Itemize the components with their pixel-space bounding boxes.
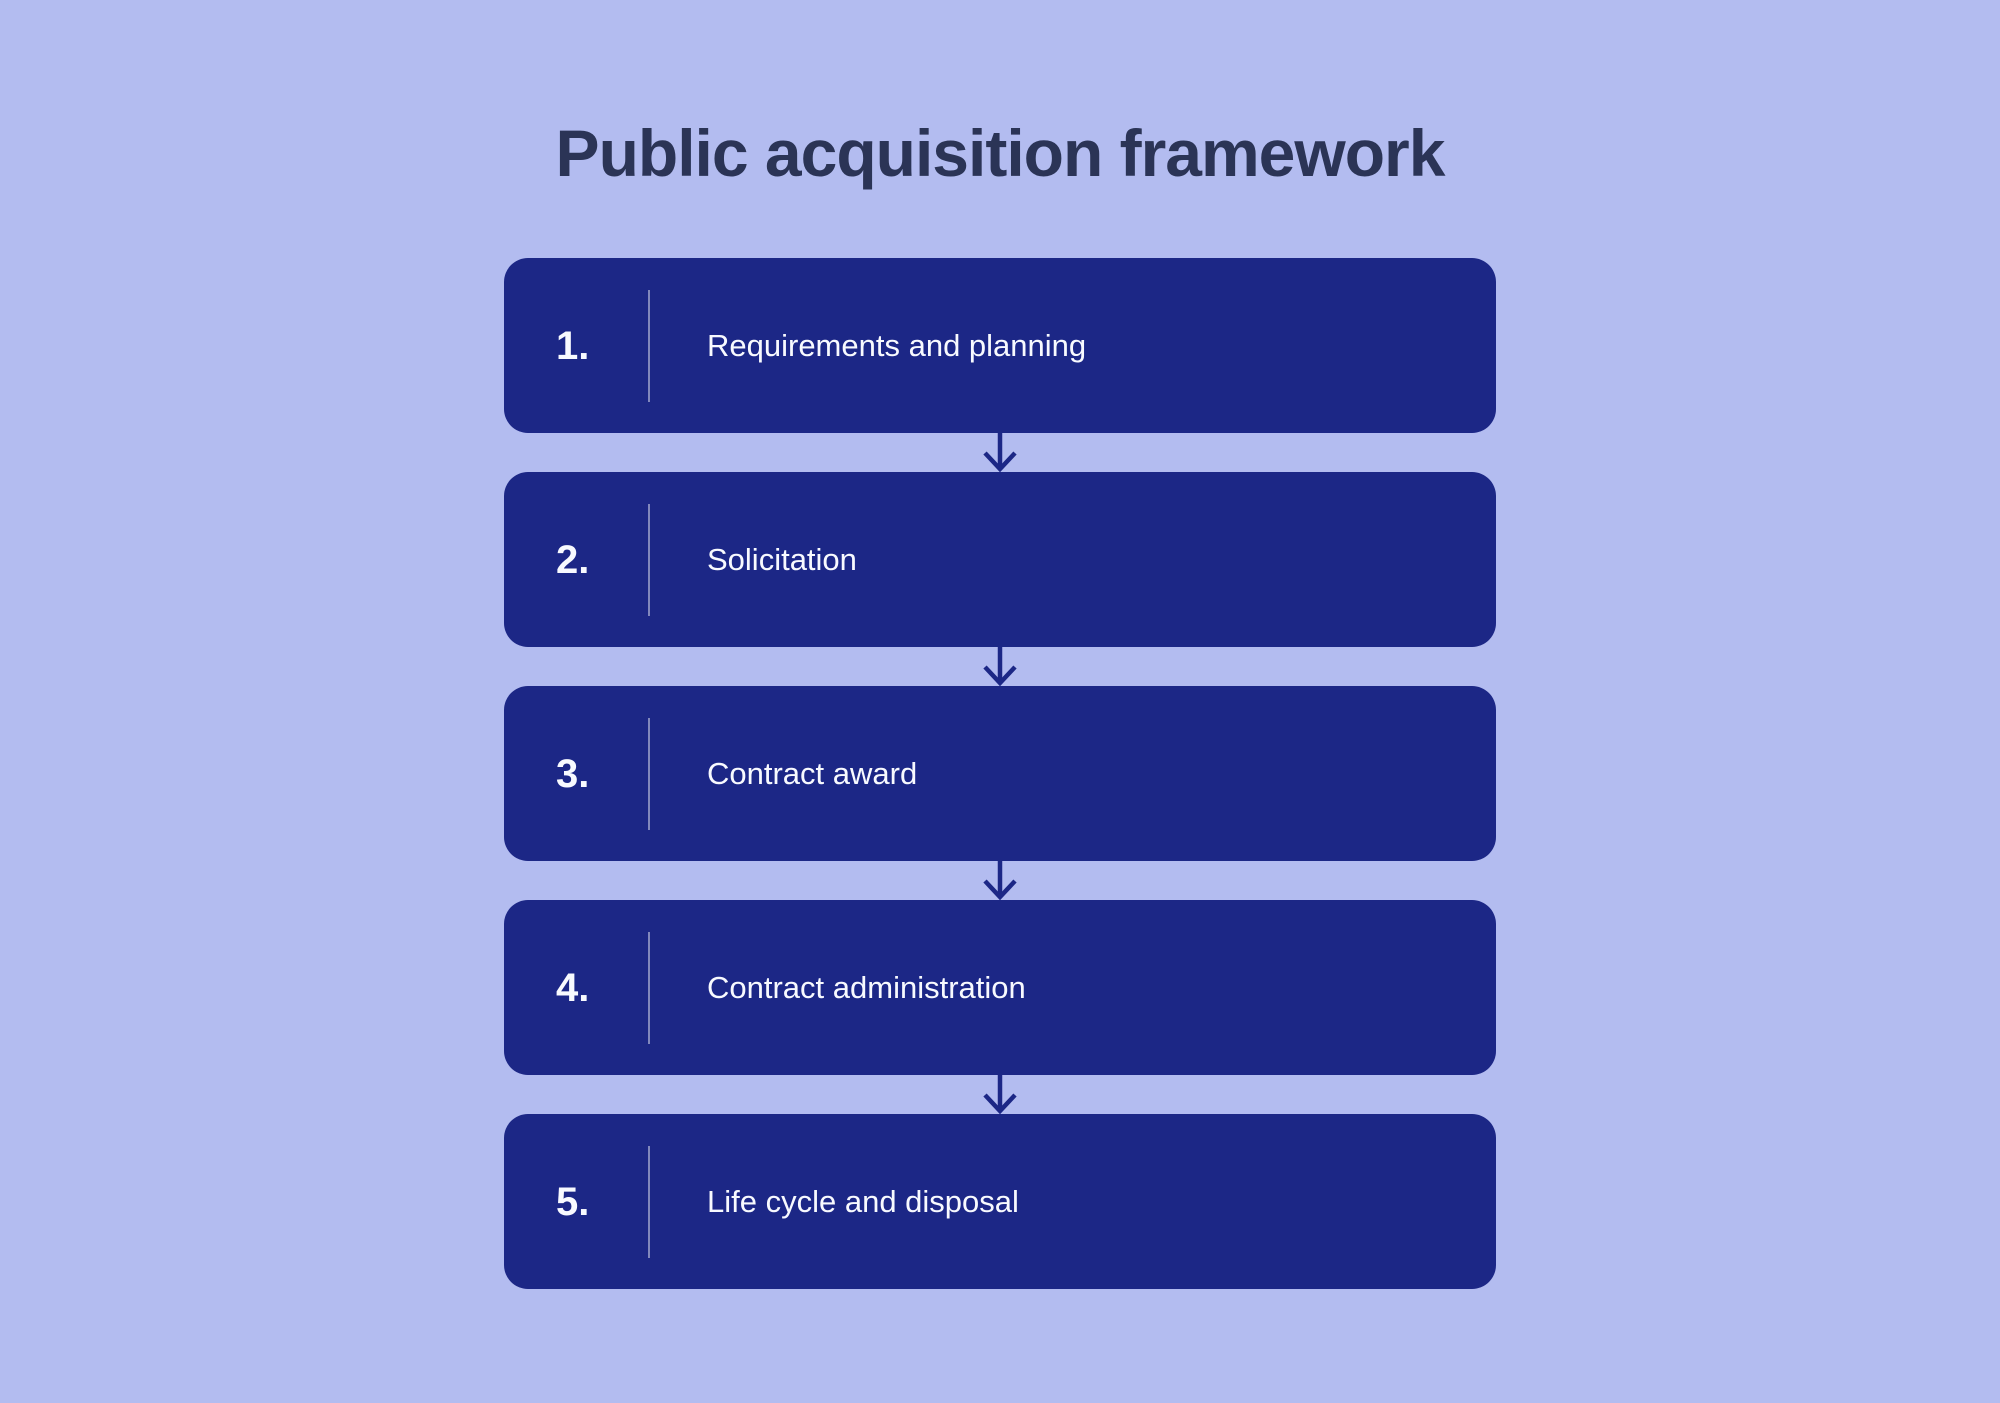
- arrow-down-icon: [504, 433, 1496, 472]
- step-label: Solicitation: [707, 541, 857, 577]
- step-card-5: 5. Life cycle and disposal: [504, 1114, 1496, 1289]
- process-flow: 1. Requirements and planning 2. Solicita…: [504, 258, 1496, 1289]
- vertical-divider: [648, 717, 650, 830]
- arrow-down-icon: [504, 647, 1496, 686]
- step-card-4: 4. Contract administration: [504, 900, 1496, 1075]
- step-label: Requirements and planning: [707, 327, 1087, 363]
- step-label: Life cycle and disposal: [707, 1183, 1019, 1219]
- step-number: 1.: [556, 323, 590, 368]
- step-label: Contract award: [707, 755, 918, 791]
- step-card-2: 2. Solicitation: [504, 472, 1496, 647]
- step-number: 2.: [556, 537, 590, 582]
- step-number: 5.: [556, 1179, 590, 1224]
- step-card-1: 1. Requirements and planning: [504, 258, 1496, 433]
- step-card-3: 3. Contract award: [504, 686, 1496, 861]
- step-number: 3.: [556, 751, 590, 796]
- vertical-divider: [648, 931, 650, 1044]
- page-title: Public acquisition framework: [555, 116, 1446, 190]
- arrow-down-icon: [504, 861, 1496, 900]
- vertical-divider: [648, 1145, 650, 1258]
- vertical-divider: [648, 503, 650, 616]
- step-number: 4.: [556, 965, 590, 1010]
- step-label: Contract administration: [707, 969, 1026, 1005]
- arrow-down-icon: [504, 1075, 1496, 1114]
- vertical-divider: [648, 289, 650, 402]
